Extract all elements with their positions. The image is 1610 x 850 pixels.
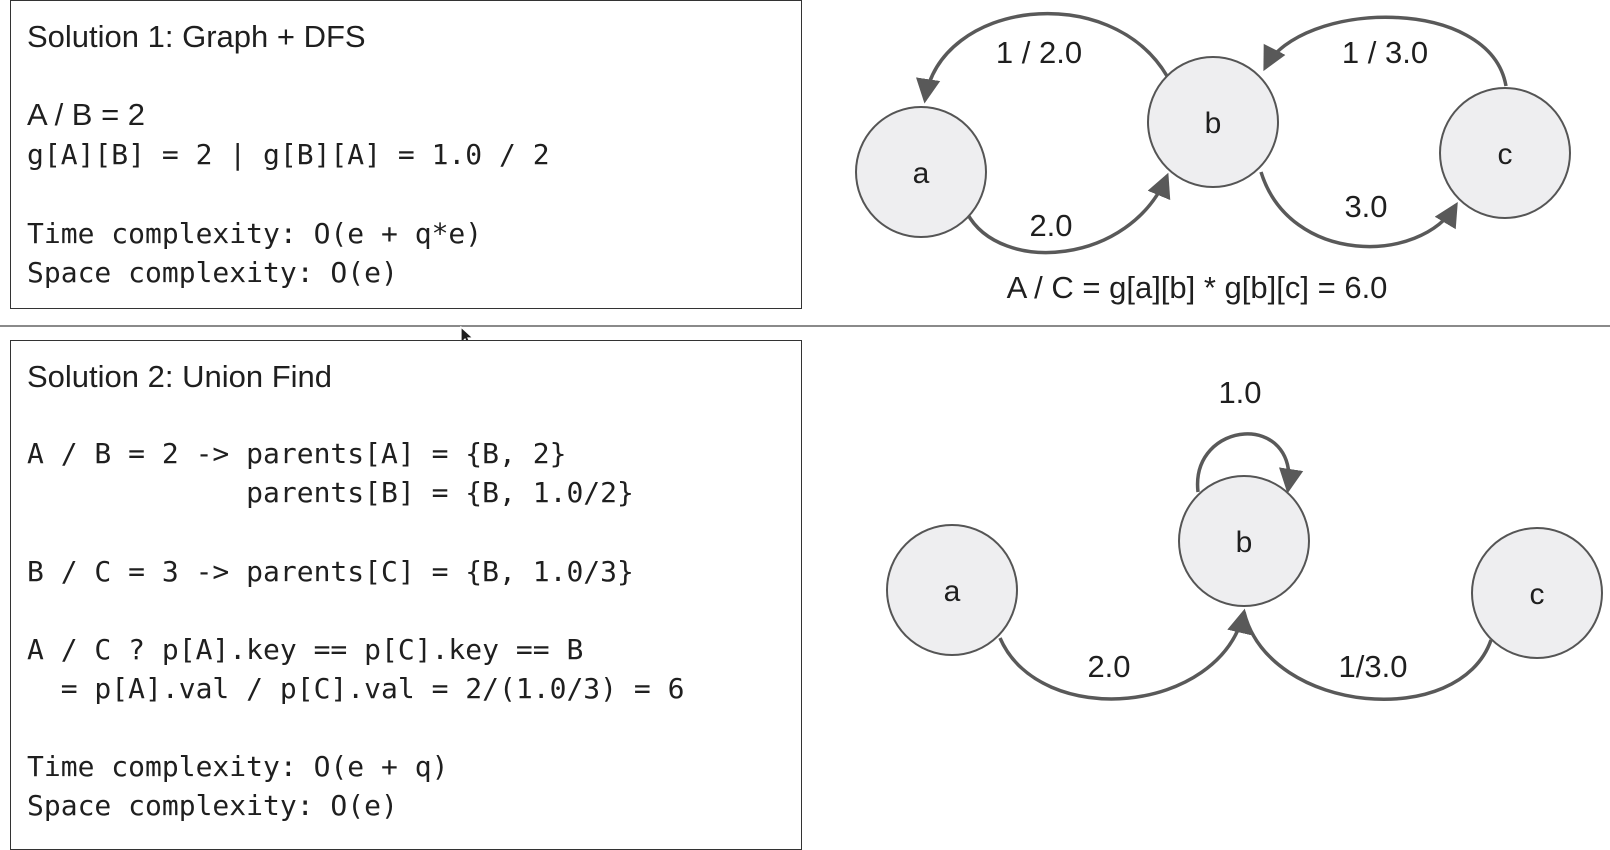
solution-1-space-complexity: Space complexity: O(e) [27,256,398,289]
graph-1-edge-label-c-b: 1 / 3.0 [1342,35,1428,70]
graph-1-node-a [855,106,987,238]
section-divider [0,325,1610,327]
solution-2-line-4: A / C ? p[A].key == p[C].key == B [27,633,584,666]
solution-1-panel: Solution 1: Graph + DFS A / B = 2 g[A][B… [10,0,802,309]
edge-c-to-b [1242,611,1493,702]
solution-2-line-5: = p[A].val / p[C].val = 2/(1.0/3) = 6 [27,672,685,705]
solution-2-panel: Solution 2: Union Find A / B = 2 -> pare… [10,340,802,850]
solution-1-assignment: g[A][B] = 2 | g[B][A] = 1.0 / 2 [27,138,550,171]
solution-2-line-2: parents[B] = {B, 1.0/2} [27,476,634,509]
graph-2-node-a [886,524,1018,656]
graph-2-node-c [1471,527,1603,659]
graph-2-node-b-label: b [1236,526,1253,559]
graph-1: a b c 1 / 2.0 2.0 1 / 3.0 3.0 A / C = g[… [855,11,1571,305]
graph-2-edge-label-a-b: 2.0 [1087,649,1130,684]
solution-1-example: A / B = 2 [27,97,146,132]
graph-2-node-b [1178,475,1310,607]
graph-2: a b c 1.0 2.0 1/3.0 [886,375,1603,702]
edge-a-to-b [965,172,1171,255]
graph-1-node-b-label: b [1205,107,1222,140]
solution-1-time-complexity: Time complexity: O(e + q*e) [27,217,483,250]
solution-2-title: Solution 2: Union Find [27,359,333,394]
graph-2-node-c-label: c [1530,578,1545,611]
edge-b-to-c [1259,171,1458,249]
solution-2-line-1: A / B = 2 -> parents[A] = {B, 2} [27,437,567,470]
graph-1-caption: A / C = g[a][b] * g[b][c] = 6.0 [1007,270,1388,305]
graph-1-node-c-label: c [1498,138,1513,171]
edge-a-to-b [998,608,1252,701]
edge-b-self-loop [1196,432,1304,494]
solution-2-line-3: B / C = 3 -> parents[C] = {B, 1.0/3} [27,555,634,588]
graph-1-node-a-label: a [913,157,930,190]
graph-1-node-b [1147,56,1279,188]
edge-c-to-b [1263,15,1508,87]
graph-2-edge-label-c-b: 1/3.0 [1339,649,1408,684]
graph-2-edge-label-self-loop: 1.0 [1218,375,1261,410]
graph-1-edge-label-b-a: 1 / 2.0 [996,35,1082,70]
graph-1-edge-label-b-c: 3.0 [1344,189,1387,224]
graph-1-edge-label-a-b: 2.0 [1029,208,1072,243]
solution-2-time-complexity: Time complexity: O(e + q) [27,750,449,783]
solution-1-title: Solution 1: Graph + DFS [27,19,366,54]
solution-2-space-complexity: Space complexity: O(e) [27,789,398,822]
edge-b-to-a [916,11,1169,104]
graph-1-node-c [1439,87,1571,219]
graph-2-node-a-label: a [944,575,961,608]
